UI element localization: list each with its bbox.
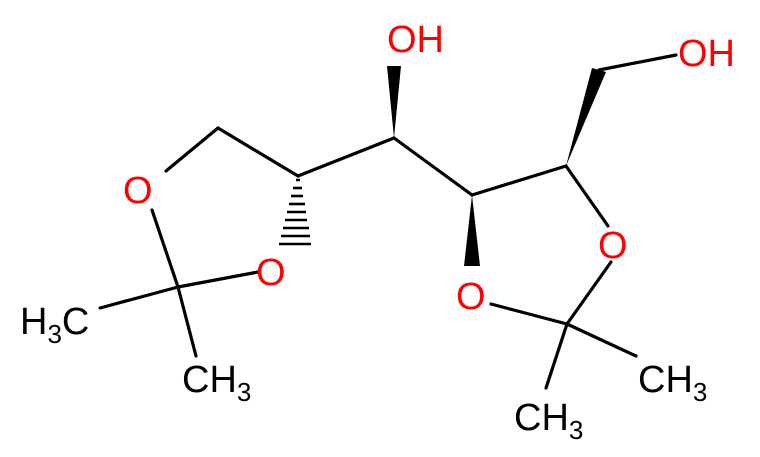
o-ring2-right-label: O	[598, 225, 628, 267]
bond-ch2-c4	[216, 126, 300, 178]
bond-o2-cq2	[489, 302, 569, 326]
bond-cq2-ch3-right	[565, 322, 638, 358]
o-ring1-left-label: O	[123, 170, 153, 212]
bond-c6-o4	[564, 164, 610, 228]
ch3-right-label: CH3	[638, 359, 707, 407]
ch3-bottom-left-label: CH3	[182, 359, 251, 407]
h3c-left-label: H3C	[20, 301, 89, 349]
wedge-c5-o2	[464, 195, 480, 266]
bond-o4-cq2	[565, 260, 613, 326]
bond-c4-choh	[296, 136, 396, 178]
bond-cq1-ch3	[176, 285, 198, 358]
bond-cq1-o3	[176, 270, 260, 289]
bond-cq1-h3c	[98, 285, 180, 310]
o-ring1-bottom-label: O	[256, 252, 286, 294]
hashed-wedge-c4-o3	[279, 178, 311, 246]
bond-ch2-o1	[164, 126, 220, 173]
bond-ch2oh-oh	[597, 53, 678, 72]
oh-top-label: OH	[387, 19, 444, 61]
bond-o1-cq1	[150, 208, 180, 289]
atom-labels: OH OH O O O O H3C CH3 CH3 CH3	[20, 19, 735, 445]
wedge-choh-oh	[387, 66, 401, 138]
oh-right-label: OH	[678, 33, 735, 75]
wedge-c6-ch2oh	[566, 68, 606, 166]
bonds	[98, 53, 678, 390]
o-ring2-left-label: O	[456, 276, 486, 318]
bond-c5-c6	[470, 164, 568, 197]
wedge-bonds	[387, 66, 606, 266]
ch3-bottom-right-label: CH3	[514, 397, 583, 445]
bond-choh-c5	[392, 136, 474, 197]
bond-cq2-ch3-bottom	[544, 322, 569, 390]
